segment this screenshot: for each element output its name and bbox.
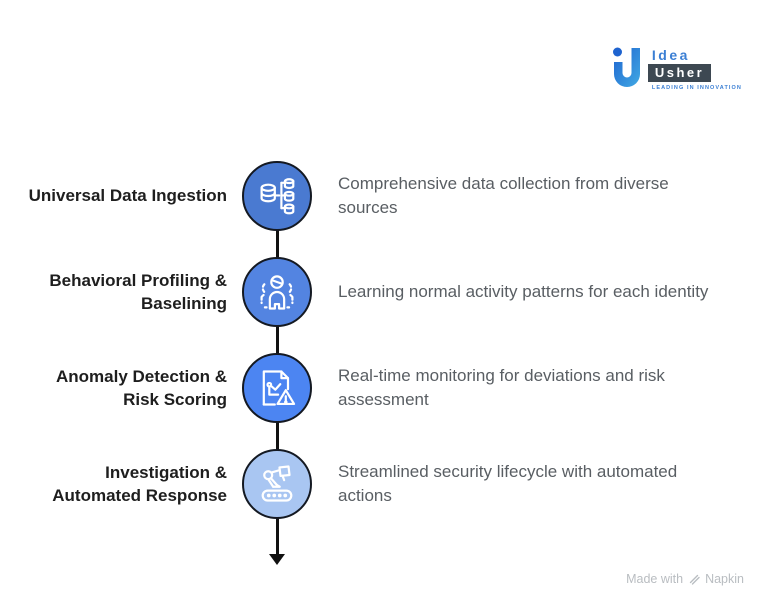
step-icon-circle xyxy=(242,161,312,231)
step-title: Anomaly Detection & Risk Scoring xyxy=(56,366,227,409)
idea-usher-logo: Idea Usher LEADING IN INNOVATION xyxy=(610,45,742,91)
napkin-brand-label: Napkin xyxy=(705,572,744,586)
step-description: Real-time monitoring for deviations and … xyxy=(338,366,665,409)
behavior-profile-icon xyxy=(260,275,294,310)
step-row-universal-data-ingestion: Universal Data Ingestion xyxy=(27,148,768,244)
logo-tagline: LEADING IN INNOVATION xyxy=(651,85,742,91)
step-title: Behavioral Profiling & Baselining xyxy=(49,270,227,313)
step-description: Learning normal activity patterns for ea… xyxy=(338,282,709,302)
step-description: Comprehensive data collection from diver… xyxy=(338,174,669,217)
step-title: Universal Data Ingestion xyxy=(28,186,227,206)
step-title: Investigation & Automated Response xyxy=(52,462,227,505)
step-icon-circle xyxy=(242,353,312,423)
napkin-logo-icon xyxy=(689,574,700,585)
step-row-anomaly-detection: Anomaly Detection & Risk Scoring xyxy=(27,340,768,436)
step-row-behavioral-profiling: Behavioral Profiling & Baselining Le xyxy=(27,244,768,340)
logo-brand-idea: Idea xyxy=(651,47,690,63)
step-description: Streamlined security lifecycle with auto… xyxy=(338,462,678,505)
logo-brand-usher: Usher xyxy=(647,64,712,82)
idea-usher-monogram-icon xyxy=(612,47,640,87)
data-ingestion-icon xyxy=(260,178,295,215)
automation-arm-icon xyxy=(261,465,293,502)
step-icon-circle xyxy=(242,449,312,519)
steps-list: Universal Data Ingestion xyxy=(0,148,768,532)
anomaly-alert-icon xyxy=(262,370,296,406)
made-with-label: Made with xyxy=(626,572,684,586)
step-icon-circle xyxy=(242,257,312,327)
flow-arrow-down-icon xyxy=(269,554,285,565)
step-row-automated-response: Investigation & Automated Response xyxy=(27,436,768,532)
napkin-attribution: Made with Napkin xyxy=(626,572,744,586)
